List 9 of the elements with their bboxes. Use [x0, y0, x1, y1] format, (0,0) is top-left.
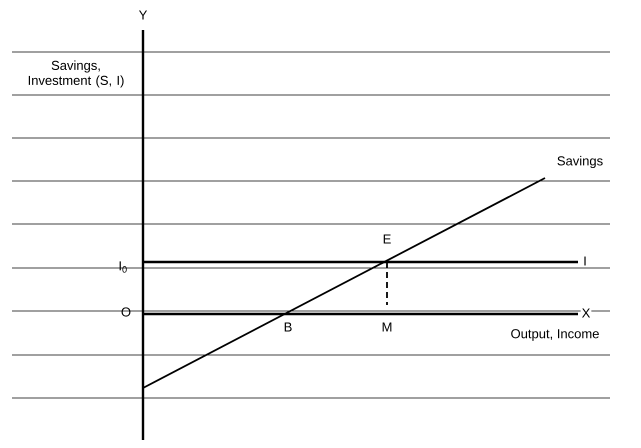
curve-label: I: [582, 256, 588, 266]
point-label: M: [382, 322, 392, 332]
point-label: B: [284, 322, 292, 332]
axis-label: Output, Income: [510, 328, 600, 342]
point-label: E: [384, 234, 391, 244]
axis-label: X: [580, 308, 592, 318]
axis-label: Savings, Investment (S, I): [28, 60, 124, 88]
axis-label: Y: [138, 10, 148, 20]
curve-label: Savings: [557, 156, 603, 168]
